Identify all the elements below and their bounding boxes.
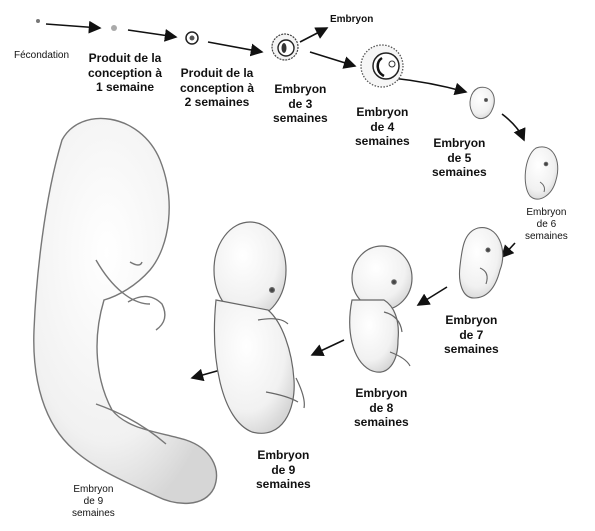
- label-conception-2: Produit de la conception à 2 semaines: [180, 66, 254, 110]
- label-embryon-9-large: Embryon de 9 semaines: [72, 484, 115, 521]
- embryon-9-figure-medium: [214, 222, 304, 433]
- label-embryon-8: Embryon de 8 semaines: [354, 386, 409, 430]
- label-embryon-4: Embryon de 4 semaines: [355, 105, 410, 149]
- embryon-4-sac: [361, 45, 403, 87]
- label-fecondation: Fécondation: [14, 50, 69, 62]
- embryon-6-figure: [525, 147, 558, 199]
- label-embryon-7: Embryon de 7 semaines: [444, 313, 499, 357]
- embryon-9-figure-large: [34, 118, 217, 503]
- label-embryon-5: Embryon de 5 semaines: [432, 136, 487, 180]
- conception-1-cell: [111, 25, 117, 31]
- label-embryon-3: Embryon de 3 semaines: [273, 82, 328, 126]
- label-embryon-9-medium: Embryon de 9 semaines: [256, 448, 311, 492]
- label-embryon-callout: Embryon: [330, 14, 373, 26]
- embryon-3-sac: [272, 34, 298, 60]
- conception-2-sac: [186, 32, 198, 44]
- embryon-7-figure: [460, 228, 503, 298]
- embryon-8-figure: [350, 246, 412, 372]
- label-embryon-6: Embryon de 6 semaines: [525, 207, 568, 244]
- fecondation-dot: [36, 19, 40, 23]
- label-conception-1: Produit de la conception à 1 semaine: [88, 51, 162, 95]
- embryon-5-figure: [470, 87, 494, 118]
